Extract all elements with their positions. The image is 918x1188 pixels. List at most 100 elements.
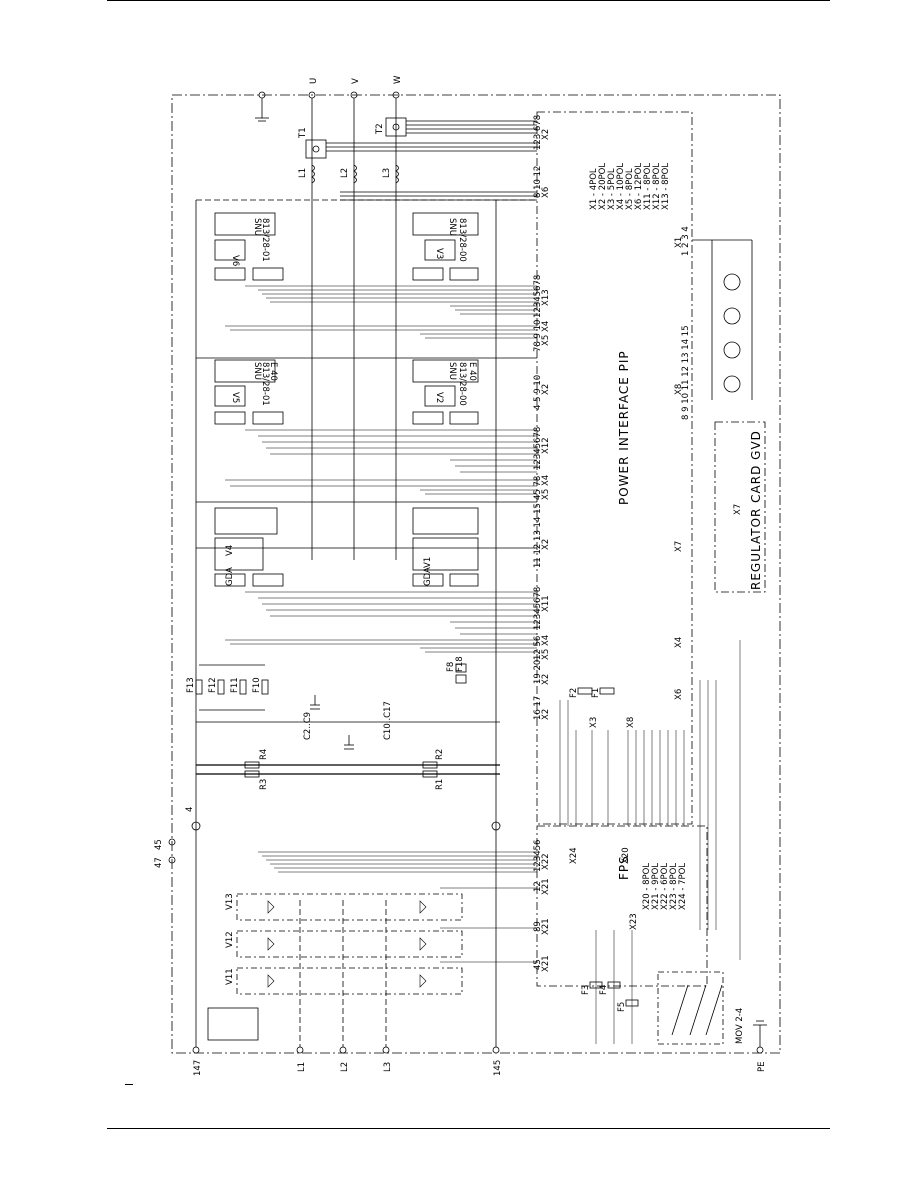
module-v5-label: V5 xyxy=(230,392,240,403)
conn-x5-a: X5 xyxy=(541,335,551,346)
terminal-l1-label: L1 xyxy=(297,1062,307,1072)
conn-x24: X24 xyxy=(569,847,579,864)
point-45-label: 45 xyxy=(154,839,164,850)
pins-x1: 1 2 3 4 xyxy=(681,226,691,256)
conn-x13: X13 xyxy=(541,289,551,306)
terminal-v-label: V xyxy=(351,78,361,84)
conn-x21-c: X21 xyxy=(541,955,551,972)
reactor-l1 xyxy=(311,164,315,184)
terminal-l3-label: L3 xyxy=(383,1062,393,1072)
reactor-l2 xyxy=(353,164,357,184)
outer-frame xyxy=(171,94,781,1054)
conn-x2-b: X2 xyxy=(541,539,551,550)
fuse-f11 xyxy=(239,679,247,695)
module-v6-label: V6 xyxy=(230,255,240,266)
terminal-l1 xyxy=(296,1046,304,1054)
terminal-u-label: U xyxy=(309,78,319,84)
pins-x11: 12345678 xyxy=(533,587,543,630)
transformer-t1-label: T1 xyxy=(298,127,308,139)
fuse-f3 xyxy=(589,981,603,989)
reactor-l3 xyxy=(395,164,399,184)
fuse-f13 xyxy=(195,679,203,695)
point-47 xyxy=(168,856,176,864)
module-v2-snu xyxy=(412,359,479,383)
svg-text:X21 - 9POL: X21 - 9POL xyxy=(651,863,661,910)
pins-x22: 123456 xyxy=(533,840,543,872)
svg-text:X5 - 8POL: X5 - 8POL xyxy=(625,168,635,210)
snu-a: SNU xyxy=(252,218,262,236)
svg-text:X22 - 6POL: X22 - 6POL xyxy=(660,863,670,910)
conn-x21-b: X21 xyxy=(541,918,551,935)
pip-board xyxy=(536,111,693,825)
thyristor-v13-label: V13 xyxy=(225,893,235,910)
resistor-r1-label: R1 xyxy=(435,779,445,790)
terminal-pe xyxy=(756,1046,764,1054)
conn-x8-b: X8 xyxy=(626,717,636,728)
thyristor-v12-label: V12 xyxy=(225,931,235,948)
conn-x2-d: X2 xyxy=(541,709,551,720)
fuse-f8-label: F8 xyxy=(446,662,456,672)
pins-x21-c: 45 xyxy=(533,959,543,970)
pins-x5-x4-a: 78 9 10 xyxy=(533,320,543,352)
fuse-f10-label: F10 xyxy=(252,677,262,693)
snu-b-code: 813/28-00 xyxy=(457,218,467,262)
fuse-f13-label: F13 xyxy=(186,677,196,693)
point-47-label: 47 xyxy=(154,857,164,868)
pins-x8: 8 9 10 11 12 13 14 15 xyxy=(681,325,691,420)
transformer-t2-label: T2 xyxy=(375,123,385,135)
fps-board xyxy=(536,825,708,987)
fuse-f18-label: F18 xyxy=(455,656,465,672)
reactor-l1-label: L1 xyxy=(298,168,308,178)
fuse-f4 xyxy=(607,981,621,989)
pins-x12: 12345678 xyxy=(533,427,543,470)
fan-motor-4 xyxy=(723,273,741,291)
svg-text:X12 - 8POL: X12 - 8POL xyxy=(652,163,662,210)
module-v1 xyxy=(412,537,479,571)
conn-x6-b: X6 xyxy=(674,689,684,700)
svg-text:X11 - 8POL: X11 - 8POL xyxy=(643,163,653,210)
module-v3-label: V3 xyxy=(434,248,444,259)
conn-x2-top: X2 xyxy=(541,129,551,140)
reactor-l2-label: L2 xyxy=(340,168,350,178)
terminal-145 xyxy=(492,1046,500,1054)
fuse-f1 xyxy=(599,687,615,695)
pins-x5-x4-c: 12 56 xyxy=(533,636,543,660)
conn-x4-b: X4 xyxy=(541,475,551,486)
svg-text:X4 - 10POL: X4 - 10POL xyxy=(616,163,626,210)
conn-x3: X3 xyxy=(589,717,599,728)
resistor-r2-label: R2 xyxy=(435,749,445,760)
conn-x22: X22 xyxy=(541,853,551,870)
fan-motor-2 xyxy=(723,341,741,359)
header-rule xyxy=(107,0,830,1)
fan-motor-3 xyxy=(723,307,741,325)
conn-x7-pip: X7 xyxy=(674,541,684,552)
thyristor-v12 xyxy=(236,930,463,958)
snu-a-code: 813/28-01 xyxy=(260,218,270,262)
svg-text:X6 - 12POL: X6 - 12POL xyxy=(634,163,644,210)
snu-c-code: 813/28-01 xyxy=(260,362,270,406)
module-v2-label: V2 xyxy=(434,392,444,403)
module-v1-label: V1 xyxy=(423,557,433,568)
fuse-f2-label: F2 xyxy=(569,688,579,698)
conn-x5-b: X5 xyxy=(541,489,551,500)
fuse-f18 xyxy=(455,674,467,684)
module-v4 xyxy=(214,537,264,571)
svg-text:X20 - 8POL: X20 - 8POL xyxy=(642,863,652,910)
svg-text:X13 - 8POL: X13 - 8POL xyxy=(661,163,671,210)
svg-text:X1 - 4POL: X1 - 4POL xyxy=(589,168,599,210)
fuse-f4-label: F4 xyxy=(599,985,609,995)
pins-x13: 12345678 xyxy=(533,275,543,318)
terminal-147 xyxy=(192,1046,200,1054)
conn-x2-a: X2 xyxy=(541,384,551,395)
conn-x21-a: X21 xyxy=(541,878,551,895)
fuse-f8 xyxy=(455,663,467,673)
pins-x2-d: 16 17 xyxy=(533,696,543,720)
resistor-r3-label: R3 xyxy=(259,779,269,790)
fuse-f11-label: F11 xyxy=(230,677,240,693)
pip-connector-legend: X1 - 4POL X2 - 20POL X3 - 5POL X4 - 10PO… xyxy=(589,163,671,210)
reactor-l3-label: L3 xyxy=(382,168,392,178)
module-v6 xyxy=(214,239,246,261)
fan-motor-1 xyxy=(723,375,741,393)
point-45 xyxy=(168,838,176,846)
